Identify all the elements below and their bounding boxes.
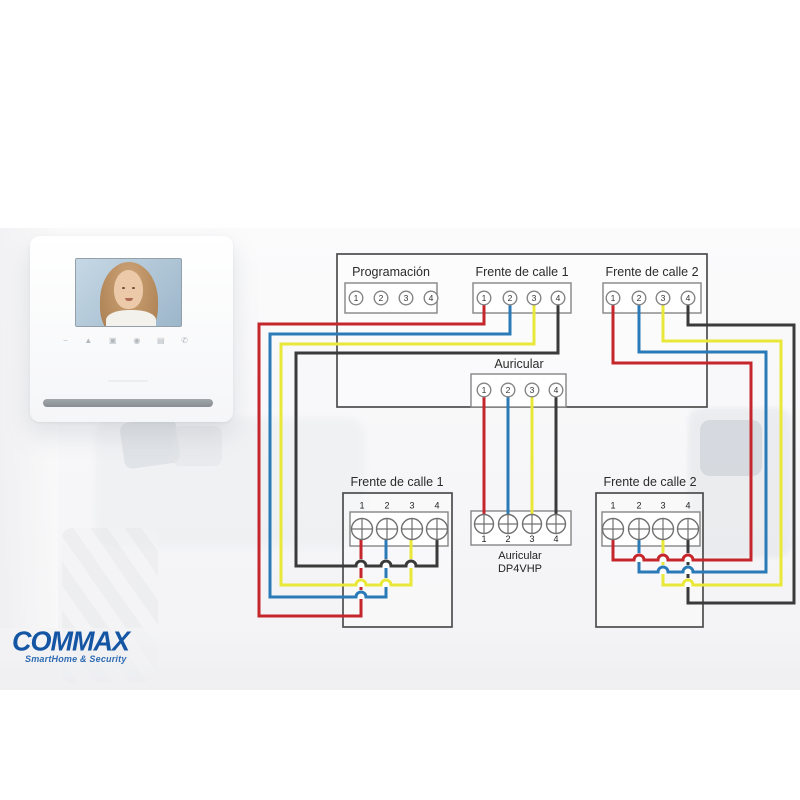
terminal [524, 382, 540, 398]
up-icon: ▲ [84, 336, 93, 345]
terminal-number: 2 [637, 293, 642, 303]
monitor-screen [75, 258, 182, 327]
terminal-number: 1 [481, 534, 486, 544]
screen-person-eye [122, 287, 125, 289]
terminal-number: 1 [482, 293, 487, 303]
logo-tagline: SmartHome & Security [25, 654, 127, 664]
wire-black-left [294, 298, 560, 568]
terminal-number: 3 [404, 293, 409, 303]
terminal [631, 290, 647, 306]
terminal-number: 3 [532, 293, 537, 303]
terminal-number: 1 [359, 501, 364, 511]
minus-icon: − [63, 336, 68, 345]
wire-red-right [611, 298, 753, 562]
handset-model-label: DP4VHP [498, 563, 542, 575]
screen-person-shoulder [106, 310, 156, 326]
monitor-groove [108, 380, 148, 382]
terminal-number: 4 [429, 293, 434, 303]
terminal-block-auricular-top: 1 2 3 4 [476, 382, 564, 398]
terminal-block-frente1-bottom: 1 2 3 4 [350, 501, 449, 541]
block-label-frente2-top: Frente de calle 2 [605, 265, 698, 279]
menu-icon: ▤ [157, 336, 165, 345]
terminal-number: 1 [610, 501, 615, 511]
terminal [423, 290, 439, 306]
terminal-number: 2 [379, 293, 384, 303]
terminal-number: 1 [482, 385, 487, 395]
terminal-number: 2 [508, 293, 513, 303]
terminal-block-programacion: 1 2 3 4 [348, 290, 439, 306]
terminal [550, 290, 566, 306]
terminal [548, 382, 564, 398]
terminal-block-handset: 1 2 3 4 [473, 513, 567, 544]
logo-text: COMMAX [12, 625, 130, 657]
brand-logo: COMMAX SmartHome & Security [12, 625, 130, 664]
terminal-number: 2 [384, 501, 389, 511]
monitor-touch-buttons: − ▲ ▣ ◉ ▤ ✆ [63, 336, 188, 346]
terminal [502, 290, 518, 306]
monitor-product-image: − ▲ ▣ ◉ ▤ ✆ [30, 236, 233, 422]
terminal [605, 290, 621, 306]
block-label-programacion: Programación [352, 265, 430, 279]
terminal-number: 2 [506, 385, 511, 395]
display-icon: ▣ [109, 336, 117, 345]
terminal [348, 290, 364, 306]
screen-person-face [114, 270, 143, 309]
terminal [655, 290, 671, 306]
handset-label: Auricular [498, 550, 542, 562]
block-label-frente1-top: Frente de calle 1 [475, 265, 568, 279]
block-label-auricular-top: Auricular [494, 357, 543, 371]
wire-blue-right [637, 298, 768, 574]
terminal-block-frente2-top: 1 2 3 4 [605, 290, 696, 306]
wire-red-left [257, 298, 486, 618]
home-icon: ◉ [133, 336, 141, 345]
terminal-number: 4 [685, 501, 690, 511]
wire-yellow-right [661, 298, 783, 587]
screen-person-eye [132, 287, 135, 289]
terminal [476, 290, 492, 306]
block-label-frente2-bottom: Frente de calle 2 [603, 475, 696, 489]
block-label-frente1-bottom: Frente de calle 1 [350, 475, 443, 489]
terminal-number: 3 [409, 501, 414, 511]
wire-black-right [686, 298, 796, 605]
terminal-number: 4 [554, 385, 559, 395]
terminal-number: 3 [661, 293, 666, 303]
terminal-number: 1 [354, 293, 359, 303]
terminal-number: 1 [611, 293, 616, 303]
terminal-number: 2 [505, 534, 510, 544]
terminal-number: 4 [556, 293, 561, 303]
terminal [476, 382, 492, 398]
terminal [500, 382, 516, 398]
speaker-grille [43, 399, 213, 407]
terminal-number: 4 [434, 501, 439, 511]
terminal-number: 4 [553, 534, 558, 544]
terminal-number: 3 [529, 534, 534, 544]
screen-person-mouth [125, 298, 133, 301]
wire-blue-left [268, 298, 512, 599]
terminal-block-frente2-bottom: 1 2 3 4 [601, 501, 700, 541]
terminal [526, 290, 542, 306]
terminal-number: 2 [636, 501, 641, 511]
terminal [373, 290, 389, 306]
terminal [680, 290, 696, 306]
terminal [398, 290, 414, 306]
wire-yellow-left [279, 298, 536, 587]
terminal-number: 3 [530, 385, 535, 395]
terminal-number: 3 [660, 501, 665, 511]
terminal-block-frente1-top: 1 2 3 4 [476, 290, 566, 306]
call-icon: ✆ [181, 336, 188, 345]
terminal-number: 4 [686, 293, 691, 303]
